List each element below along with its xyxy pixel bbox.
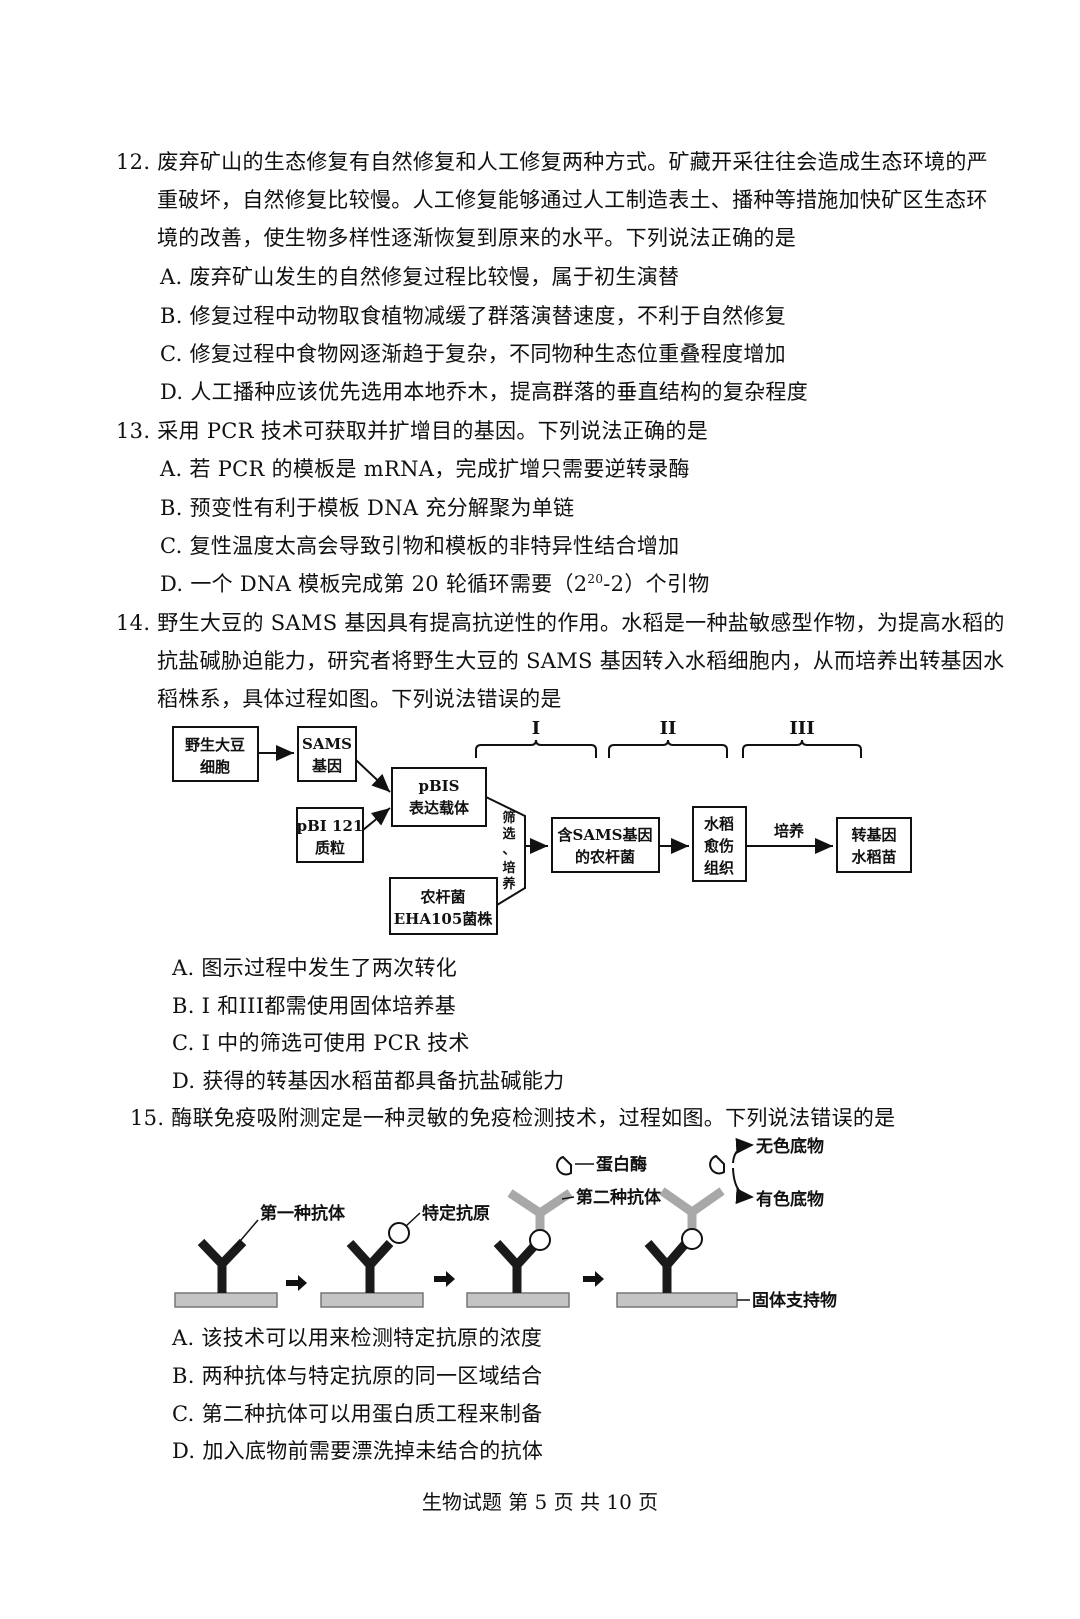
pbis-vector-label-2: 表达载体 <box>409 799 470 817</box>
seedling-label-1: 转基因 <box>851 826 896 844</box>
colored-substrate-label: 有色底物 <box>756 1189 824 1210</box>
q13-option-d: D. 一个 DNA 模板完成第 20 轮循环需要（220-2）个引物 <box>160 568 710 598</box>
stage-label-3: III <box>789 718 814 739</box>
agro-strain-label-1: 农杆菌 <box>419 888 465 906</box>
first-antibody-4 <box>644 1240 690 1293</box>
antigen-4 <box>681 1228 703 1250</box>
q15-stem: 15. 酶联免疫吸附测定是一种灵敏的免疫检测技术，过程如图。下列说法错误的是 <box>130 1106 896 1130</box>
q15-option-d: D. 加入底物前需要漂洗掉未结合的抗体 <box>172 1439 544 1463</box>
stage-label-1: I <box>532 718 540 739</box>
screen-label-2: 选 <box>502 826 515 842</box>
first-antibody-1 <box>197 1238 247 1293</box>
q13-stem: 13. 采用 PCR 技术可获取并扩增目的基因。下列说法正确的是 <box>116 419 709 443</box>
q14-option-c: C. I 中的筛选可使用 PCR 技术 <box>172 1031 470 1055</box>
pbis-vector-label-1: pBIS <box>418 777 459 795</box>
screen-label-1: 筛 <box>502 810 515 826</box>
q14-stem-line-1: 14. 野生大豆的 SAMS 基因具有提高抗逆性的作用。水稻是一种盐敏感型作物，… <box>116 611 1005 635</box>
colorless-substrate-label: 无色底物 <box>755 1136 824 1157</box>
seedling-box <box>836 817 912 873</box>
screen-label-4: 培 <box>502 860 515 876</box>
culture-label: 培养 <box>774 822 805 840</box>
q14-stem-line-3: 稻株系，具体过程如图。下列说法错误的是 <box>157 687 562 711</box>
first-antibody-label: 第一种抗体 <box>260 1203 346 1224</box>
seedling-label-2: 水稻苗 <box>851 848 896 866</box>
q14-option-a: A. 图示过程中发生了两次转化 <box>172 956 458 980</box>
agro-sams-label-1: 含SAMS基因 <box>558 826 653 844</box>
q15-option-c: C. 第二种抗体可以用蛋白质工程来制备 <box>172 1402 543 1426</box>
q14-option-d: D. 获得的转基因水稻苗都具备抗盐碱能力 <box>172 1069 565 1093</box>
pbi121-plasmid-label-2: 质粒 <box>315 839 345 857</box>
soybean-cell-label-1: 野生大豆 <box>185 736 245 754</box>
second-antibody-label: 第二种抗体 <box>576 1187 662 1208</box>
q12-stem-line-3: 境的改善，使生物多样性逐渐恢复到原来的水平。下列说法正确的是 <box>157 226 796 250</box>
callus-label-1: 水稻 <box>704 815 734 833</box>
q12-option-d: D. 人工播种应该优先选用本地乔木，提高群落的垂直结构的复杂程度 <box>160 380 809 404</box>
q13-option-d-suffix: -2）个引物 <box>603 572 710 596</box>
q12-stem-line-2: 重破坏，自然修复比较慢。人工修复能够通过人工制造表土、播种等措施加快矿区生态环 <box>157 188 988 212</box>
q13-option-a: A. 若 PCR 的模板是 mRNA，完成扩增只需要逆转录酶 <box>160 457 690 481</box>
enzyme-label: 蛋白酶 <box>596 1154 647 1175</box>
q15-option-b: B. 两种抗体与特定抗原的同一区域结合 <box>172 1364 543 1388</box>
screen-label-5: 养 <box>501 876 516 892</box>
soybean-cell-label-2: 细胞 <box>200 758 230 776</box>
specific-antigen-label: 特定抗原 <box>422 1203 490 1224</box>
q13-option-d-exponent: 20 <box>587 572 604 586</box>
q12-option-b: B. 修复过程中动物取食植物减缓了群落演替速度，不利于自然修复 <box>160 304 787 328</box>
q12-option-c: C. 修复过程中食物网逐渐趋于复杂，不同物种生态位重叠程度增加 <box>160 342 786 366</box>
agro-sams-label-2: 的农杆菌 <box>575 848 635 866</box>
q12-option-a: A. 废弃矿山发生的自然修复过程比较慢，属于初生演替 <box>160 265 680 289</box>
antigen-2 <box>388 1222 410 1244</box>
second-antibody-4 <box>659 1187 725 1230</box>
q14-stem-line-2: 抗盐碱胁迫能力，研究者将野生大豆的 SAMS 基因转入水稻细胞内，从而培养出转基… <box>157 649 1005 673</box>
callus-label-2: 愈伤 <box>704 837 734 855</box>
sams-gene-box <box>297 726 357 782</box>
enzyme-3 <box>556 1155 572 1176</box>
sams-gene-label-1: SAMS <box>302 735 352 753</box>
callus-box <box>692 806 747 882</box>
q13-option-b: B. 预变性有利于模板 DNA 充分解聚为单链 <box>160 496 575 520</box>
solid-support-label: 固体支持物 <box>752 1290 837 1311</box>
q15-option-a: A. 该技术可以用来检测特定抗原的浓度 <box>172 1326 543 1350</box>
q12-stem-line-1: 12. 废弃矿山的生态修复有自然修复和人工修复两种方式。矿藏开采往往会造成生态环… <box>116 150 988 174</box>
first-antibody-2 <box>346 1239 394 1293</box>
pbi121-plasmid-label-1: pBI 121 <box>297 817 364 835</box>
first-antibody-3 <box>493 1239 541 1293</box>
sams-gene-label-2: 基因 <box>311 757 342 775</box>
callus-label-3: 组织 <box>704 859 734 877</box>
screen-label-3: 、 <box>502 843 515 858</box>
pbi121-plasmid-box <box>296 807 364 863</box>
q14-option-b: B. I 和III都需使用固体培养基 <box>172 994 457 1018</box>
agro-strain-label-2: EHA105菌株 <box>394 910 494 928</box>
page-footer: 生物试题 第 5 页 共 10 页 <box>421 1490 659 1514</box>
enzyme-4 <box>709 1154 725 1175</box>
q13-option-d-prefix: D. 一个 DNA 模板完成第 20 轮循环需要（2 <box>160 572 588 596</box>
second-antibody-3 <box>507 1189 573 1231</box>
stage-label-2: II <box>660 718 677 739</box>
antigen-3 <box>529 1229 551 1251</box>
agro-strain-box <box>389 877 498 935</box>
q13-option-c: C. 复性温度太高会导致引物和模板的非特异性结合增加 <box>160 534 680 558</box>
